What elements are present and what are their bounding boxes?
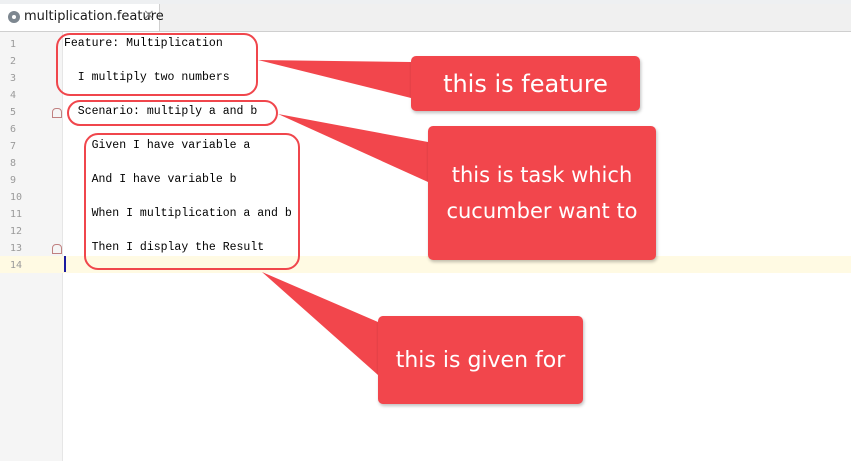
code-editor[interactable]: 1 2 3 4 5 6 7 8 9 10 11 12 13 14 Feature… <box>0 32 851 461</box>
line-number: 1 <box>10 39 17 50</box>
line-number: 6 <box>10 124 17 135</box>
line-number: 2 <box>10 56 17 67</box>
tab-label: multiplication.feature <box>24 9 164 24</box>
fold-marker-icon[interactable] <box>52 108 62 118</box>
line-number: 3 <box>10 73 17 84</box>
callout-task-line2: cucumber want to <box>446 199 638 223</box>
close-icon[interactable]: × <box>143 7 155 23</box>
steps-highlight-box <box>84 133 300 270</box>
code-line-and: And I have variable b <box>64 173 237 186</box>
callout-task: this is task which cucumber want to <box>428 126 656 260</box>
line-number: 5 <box>10 107 17 118</box>
feature-file-icon <box>8 11 20 23</box>
fold-marker-icon[interactable] <box>52 244 62 254</box>
code-line-then: Then I display the Result <box>64 241 265 254</box>
feature-arrow <box>258 60 411 98</box>
line-number: 10 <box>10 192 23 203</box>
line-number: 12 <box>10 226 23 237</box>
line-number: 8 <box>10 158 17 169</box>
line-number: 7 <box>10 141 17 152</box>
callout-feature-text: this is feature <box>443 69 608 98</box>
window-top-strip <box>0 0 851 4</box>
code-line-scenario: Scenario: multiply a and b <box>64 105 258 118</box>
tab-multiplication-feature[interactable]: multiplication.feature × <box>0 4 164 31</box>
text-caret <box>64 256 66 272</box>
callout-given-text: this is given for <box>395 347 566 373</box>
line-number: 13 <box>10 243 23 254</box>
line-number: 9 <box>10 175 17 186</box>
line-number: 14 <box>10 260 23 271</box>
code-line-description: I multiply two numbers <box>64 71 230 84</box>
callout-given: this is given for <box>378 316 583 404</box>
task-arrow <box>278 114 428 182</box>
code-line-when: When I multiplication a and b <box>64 207 292 220</box>
line-number: 11 <box>10 209 23 220</box>
code-line-given: Given I have variable a <box>64 139 251 152</box>
code-line-feature: Feature: Multiplication <box>64 37 223 50</box>
callout-task-line1: this is task which <box>451 163 633 187</box>
given-arrow <box>262 272 378 375</box>
line-number: 4 <box>10 90 17 101</box>
callout-feature: this is feature <box>411 56 640 111</box>
scenario-highlight-box <box>67 100 278 126</box>
editor-tab-bar: multiplication.feature × <box>0 4 851 32</box>
feature-highlight-box <box>56 33 258 96</box>
